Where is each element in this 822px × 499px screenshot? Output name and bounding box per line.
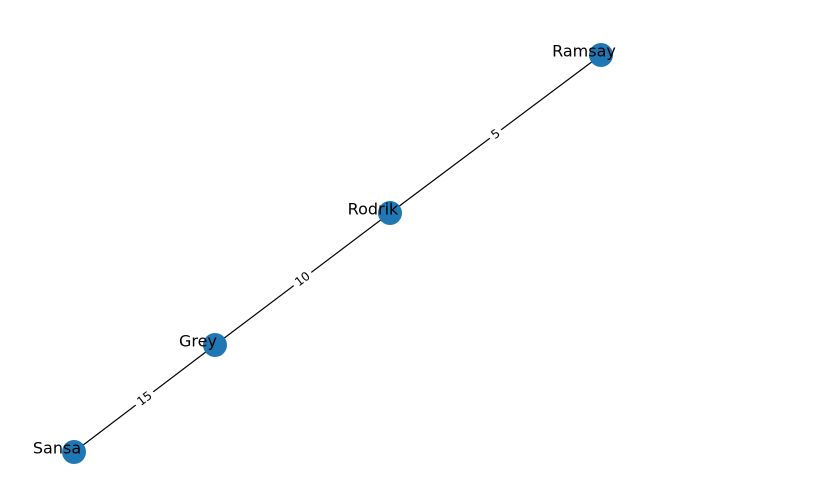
node-label-rodrik: Rodrik — [348, 200, 399, 219]
node-label-sansa: Sansa — [33, 439, 81, 458]
node-rodrik — [378, 201, 402, 225]
node-ramsay — [589, 43, 613, 67]
edge-label-background — [485, 123, 506, 145]
edges-layer: 5 10 15 — [73, 54, 602, 453]
edge-label-background — [130, 385, 159, 412]
edge-label-background — [288, 265, 317, 293]
edge-label-group: 15 — [130, 385, 159, 412]
node-grey — [203, 333, 227, 357]
node-label-ramsay: Ramsay — [552, 42, 616, 61]
edge-label-group: 10 — [288, 265, 317, 293]
nodes-layer — [62, 43, 613, 464]
edge-label-group: 5 — [485, 123, 506, 145]
node-sansa — [62, 440, 86, 464]
node-label-grey: Grey — [179, 332, 217, 351]
